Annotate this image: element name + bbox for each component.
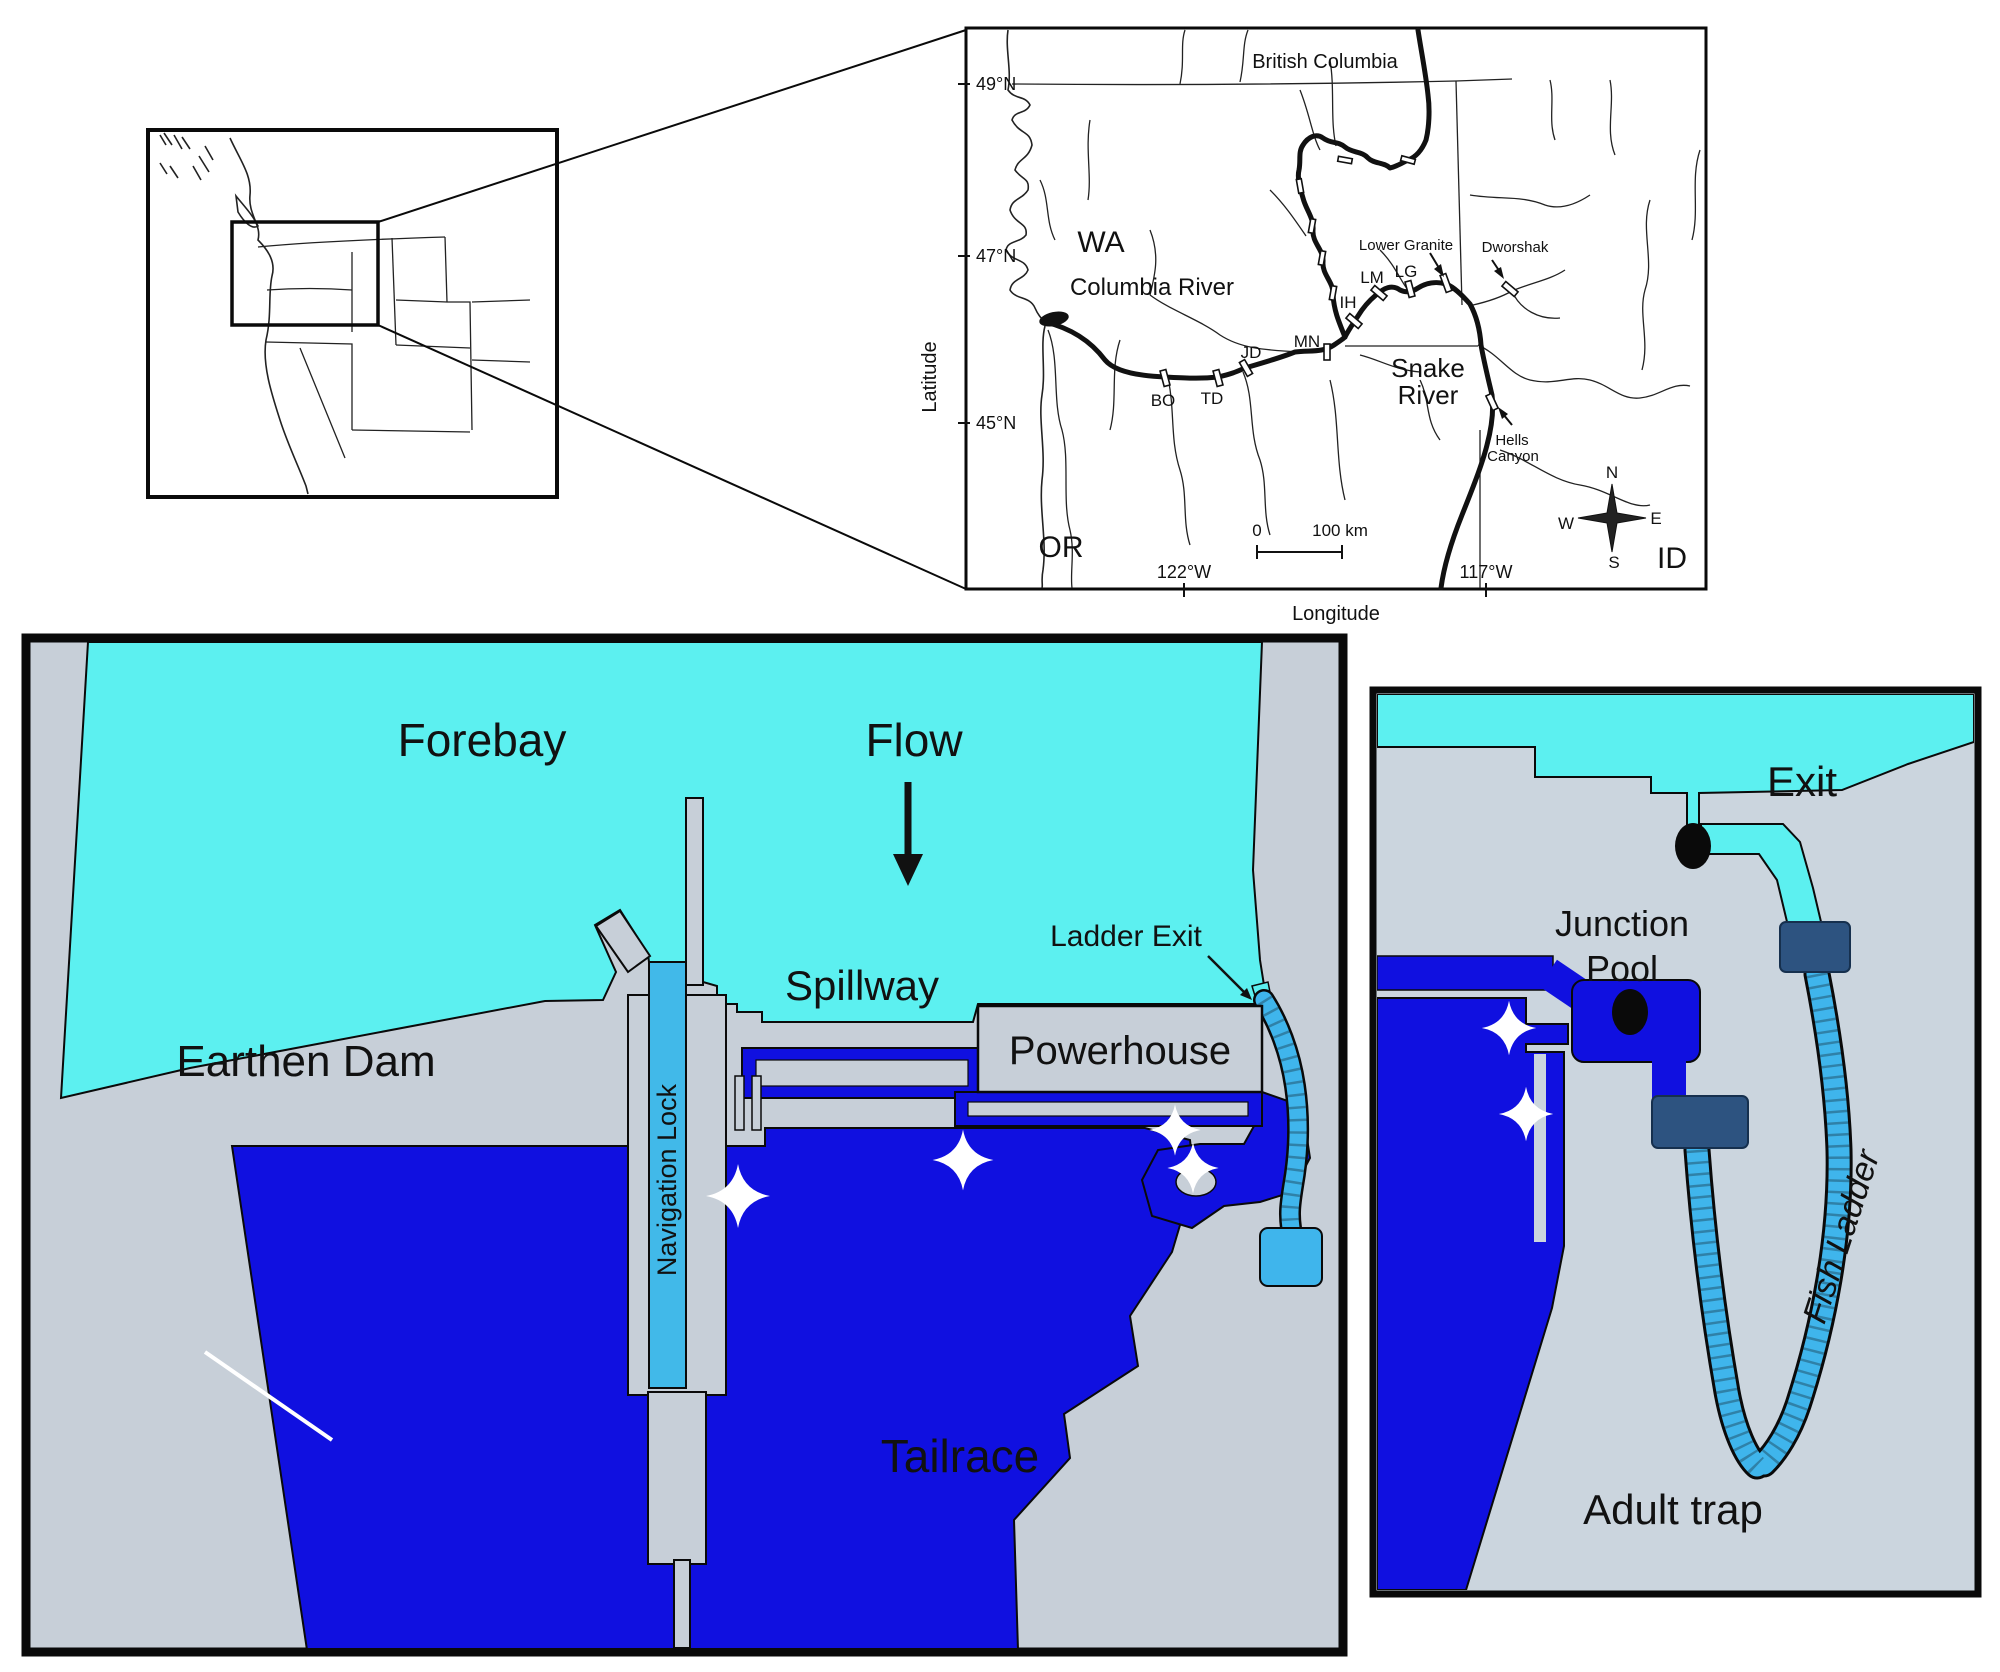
dam-ice-harbor — [1344, 312, 1364, 330]
inset-locator-map — [146, 128, 559, 499]
latitude-axis: 49°N 47°N 45°N Latitude — [919, 74, 1016, 433]
compass-e: E — [1650, 509, 1661, 528]
counting-station — [1779, 921, 1851, 973]
label-junction-pool: Pool — [1586, 948, 1658, 989]
lock-guard-wall — [594, 909, 652, 974]
dam-site-diagram: Forebay Flow Spillway Earthen Dam Naviga… — [21, 633, 1348, 1657]
collection-channel — [1377, 955, 1554, 991]
tick-49n: 49°N — [976, 74, 1016, 94]
label-dam-td: TD — [1201, 389, 1224, 408]
scale-bar: 0 100 km — [1252, 521, 1368, 559]
fish-ladder-right-leg — [1753, 963, 1850, 1475]
spillway-pier — [751, 1075, 762, 1131]
label-hells-canyon-2: Canyon — [1487, 448, 1539, 465]
label-ladder-exit: Ladder Exit — [1050, 920, 1202, 953]
compass-w: W — [1558, 514, 1574, 533]
dam-lower-monumental — [1369, 284, 1389, 302]
dam-mcnary — [1323, 343, 1331, 361]
label-junction: Junction — [1555, 903, 1689, 944]
region-map: British Columbia WA OR ID Columbia River… — [919, 26, 1708, 625]
label-dam-ih: IH — [1340, 293, 1357, 312]
label-dam-jd: JD — [1241, 343, 1262, 362]
longitude-axis: 122°W 117°W Longitude — [1157, 562, 1513, 625]
lower-granite-arrow-icon — [1434, 264, 1444, 277]
label-wa: WA — [1077, 226, 1124, 259]
label-forebay: Forebay — [398, 714, 567, 766]
label-snake-river-2: River — [1398, 380, 1459, 410]
spillway-pier — [734, 1075, 745, 1131]
label-exit: Exit — [1767, 758, 1837, 805]
scale-100km: 100 km — [1312, 521, 1368, 540]
dam-markers — [1159, 154, 1520, 412]
label-tailrace: Tailrace — [881, 1430, 1040, 1482]
antenna-site-dot — [1612, 989, 1648, 1035]
label-flow: Flow — [865, 714, 963, 766]
map-annotation-arrows — [1429, 252, 1513, 426]
label-id: ID — [1657, 542, 1687, 575]
zoom-connector-bottom — [377, 324, 967, 590]
tick-47n: 47°N — [976, 246, 1016, 266]
dam-hells-canyon — [1484, 392, 1500, 412]
label-dam-lm: LM — [1360, 268, 1384, 287]
counting-station — [1651, 1095, 1749, 1149]
label-columbia-river: Columbia River — [1070, 274, 1234, 301]
fish-ladder-left-leg — [1686, 1139, 1768, 1477]
navigation-lock-channel — [648, 961, 687, 1389]
dam-john-day — [1238, 358, 1254, 378]
compass-s: S — [1608, 553, 1619, 572]
label-british-columbia: British Columbia — [1252, 51, 1398, 73]
y-axis-title: Latitude — [919, 341, 941, 412]
label-dam-lg: LG — [1395, 262, 1418, 281]
dam-bonneville — [1159, 368, 1171, 388]
lock-guide-wall — [685, 797, 704, 986]
scale-zero: 0 — [1252, 521, 1261, 540]
dworshak-arrow-icon — [1494, 267, 1504, 279]
label-dworshak: Dworshak — [1482, 239, 1549, 256]
compass-n: N — [1606, 463, 1618, 482]
antenna-site-dot — [1675, 823, 1711, 869]
flow-down-arrow-icon — [893, 782, 923, 886]
hells-canyon-arrow-icon — [1498, 407, 1508, 419]
state-borders — [1011, 78, 1513, 588]
dam-little-goose — [1404, 279, 1416, 299]
label-dam-mn: MN — [1294, 332, 1320, 351]
dam-the-dalles — [1212, 368, 1224, 388]
label-navigation-lock: Navigation Lock — [652, 1083, 682, 1276]
label-or: OR — [1039, 531, 1084, 564]
fish-ladder-channel — [1255, 991, 1307, 1237]
tick-122w: 122°W — [1157, 562, 1211, 582]
tick-45n: 45°N — [976, 413, 1016, 433]
rivers — [1039, 29, 1701, 589]
label-powerhouse: Powerhouse — [1009, 1029, 1231, 1073]
compass-rose-icon: N E S W — [1558, 463, 1662, 572]
label-spillway: Spillway — [785, 962, 939, 1009]
dam-dworshak — [1500, 280, 1520, 298]
label-hells-canyon-1: Hells — [1495, 432, 1528, 449]
x-axis-title: Longitude — [1292, 603, 1380, 625]
inset-coastline — [159, 132, 309, 495]
label-dam-bo: BO — [1151, 391, 1176, 410]
fish-ladder-diagram: Exit Junction Pool Fish Ladder Adult tra… — [1369, 686, 1982, 1598]
tick-117w: 117°W — [1460, 562, 1513, 582]
inset-highlight-box — [230, 220, 380, 327]
ladder-lower-pool — [1259, 1227, 1323, 1287]
label-earthen-dam: Earthen Dam — [176, 1037, 435, 1086]
powerhouse-structure — [976, 1004, 1264, 1094]
label-lower-granite: Lower Granite — [1359, 237, 1453, 254]
label-adult-trap: Adult trap — [1583, 1486, 1763, 1533]
zoom-connector-top — [377, 29, 967, 223]
tailrace-water-detail — [1377, 997, 1569, 1590]
ladder-exit-arrow-icon — [1207, 955, 1252, 1000]
inset-state-borders — [257, 236, 531, 459]
label-snake-river-1: Snake — [1391, 353, 1465, 383]
